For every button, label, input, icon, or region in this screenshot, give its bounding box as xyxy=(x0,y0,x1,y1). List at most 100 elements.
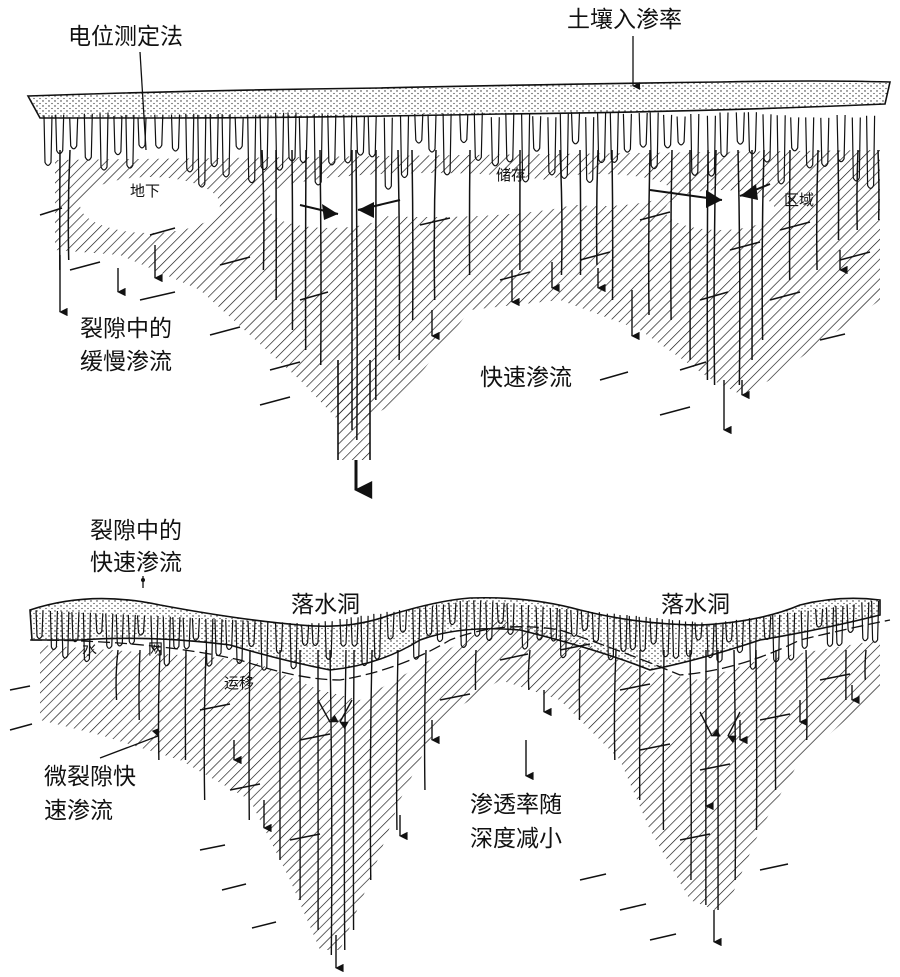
fracture-line xyxy=(411,149,414,321)
epikarst-column xyxy=(355,116,365,156)
fracture-line xyxy=(468,149,471,276)
epikarst-column xyxy=(649,617,658,645)
epikarst-column xyxy=(214,619,223,657)
epikarst-column xyxy=(871,600,880,643)
top-fractures xyxy=(59,149,880,441)
fracture-line xyxy=(706,149,709,381)
fracture-line xyxy=(369,649,373,881)
epikarst-column xyxy=(448,602,457,626)
epikarst-column xyxy=(694,622,703,641)
epikarst-column xyxy=(735,619,744,654)
fracture-line xyxy=(352,649,355,931)
label-zone: 区域 xyxy=(784,191,814,209)
label-perm-1: 渗透率随 xyxy=(470,792,562,818)
central-shaft xyxy=(337,360,371,460)
epikarst-column xyxy=(549,607,558,642)
epikarst-column xyxy=(649,112,659,170)
epikarst-column xyxy=(191,618,200,641)
epikarst-column xyxy=(725,621,734,643)
bedding-dash xyxy=(819,673,851,681)
storage-pockets xyxy=(80,173,775,233)
bedding-dash xyxy=(679,361,707,371)
label-storage: 储存 xyxy=(496,166,526,184)
epikarst-column xyxy=(735,112,745,145)
fracture-line xyxy=(670,149,673,321)
storage-pocket xyxy=(530,174,670,206)
bedding-dash xyxy=(639,211,671,221)
epikarst-column xyxy=(800,610,809,649)
bedding-dash xyxy=(599,371,629,381)
fracture-line xyxy=(248,649,251,821)
label-slow-seepage-2: 缓慢渗流 xyxy=(80,349,172,375)
label-fast-seepage-fracture-2: 快速渗流 xyxy=(90,550,182,576)
epikarst-column xyxy=(622,113,632,153)
bottom-epikarst-base xyxy=(29,619,891,681)
label-perm-2: 深度减小 xyxy=(470,826,562,852)
fracture-line xyxy=(291,149,294,331)
epikarst-column xyxy=(136,615,146,636)
bedding-dash xyxy=(229,783,261,791)
bedding-dash xyxy=(251,921,277,929)
bottom-soil-layer xyxy=(29,596,881,671)
fracture-line xyxy=(877,149,880,221)
fracture-line xyxy=(138,649,141,721)
epikarst-column xyxy=(606,613,615,661)
fracture-line xyxy=(527,649,531,691)
epikarst-column xyxy=(69,117,79,150)
bedding-dash xyxy=(839,251,871,261)
fracture-line xyxy=(774,649,777,791)
epikarst-column xyxy=(496,602,505,624)
epikarst-column xyxy=(427,114,437,153)
bedding-dash xyxy=(759,713,791,721)
epikarst-column xyxy=(580,611,589,631)
epikarst-column xyxy=(350,617,359,647)
fracture-line xyxy=(261,149,265,271)
epikarst-column xyxy=(43,115,53,166)
flow-arrow xyxy=(699,711,721,737)
epikarst-column xyxy=(343,114,353,164)
bedding-dash xyxy=(9,685,31,691)
bedding-dash xyxy=(699,291,729,301)
epikarst-column xyxy=(412,608,421,660)
epikarst-column xyxy=(234,117,244,150)
fracture-line xyxy=(329,649,333,956)
epikarst-column xyxy=(225,619,234,650)
bottom-flow-arrows xyxy=(233,685,860,973)
fracture-line xyxy=(423,649,427,791)
epikarst-column xyxy=(535,606,544,641)
bedding-dash xyxy=(259,396,291,406)
epikarst-column xyxy=(115,614,124,647)
bottom-epikarst-pendants xyxy=(35,600,880,671)
epikarst-column xyxy=(339,618,348,647)
storage-pocket xyxy=(80,177,220,233)
bedding-dash xyxy=(69,261,101,271)
epikarst-column xyxy=(247,114,257,184)
label-network: 网 xyxy=(148,640,163,658)
epikarst-column xyxy=(367,116,377,158)
epikarst-column xyxy=(638,112,648,148)
epikarst-column xyxy=(851,117,861,182)
epikarst-column xyxy=(719,112,729,158)
bedding-dash xyxy=(499,653,529,661)
epikarst-column xyxy=(398,610,408,633)
epikarst-column xyxy=(661,619,670,658)
bedding-dash xyxy=(559,643,591,651)
label-transport: 运移 xyxy=(224,674,254,692)
epikarst-column xyxy=(521,113,531,183)
epikarst-column xyxy=(137,117,147,149)
fracture-line xyxy=(647,149,651,316)
epikarst-column xyxy=(748,618,757,670)
epikarst-column xyxy=(162,616,171,667)
epikarst-column xyxy=(274,622,284,654)
epikarst-column xyxy=(520,605,530,650)
epikarst-column xyxy=(459,114,469,144)
label-sinkhole-left: 落水洞 xyxy=(291,592,360,618)
epikarst-column xyxy=(399,115,410,179)
fracture-line xyxy=(815,149,819,271)
epikarst-column xyxy=(424,606,434,636)
bedding-dash xyxy=(299,733,331,741)
epikarst-column xyxy=(506,603,515,635)
epikarst-column xyxy=(170,114,181,152)
bedding-dash xyxy=(699,763,731,771)
epikarst-column xyxy=(706,623,715,659)
